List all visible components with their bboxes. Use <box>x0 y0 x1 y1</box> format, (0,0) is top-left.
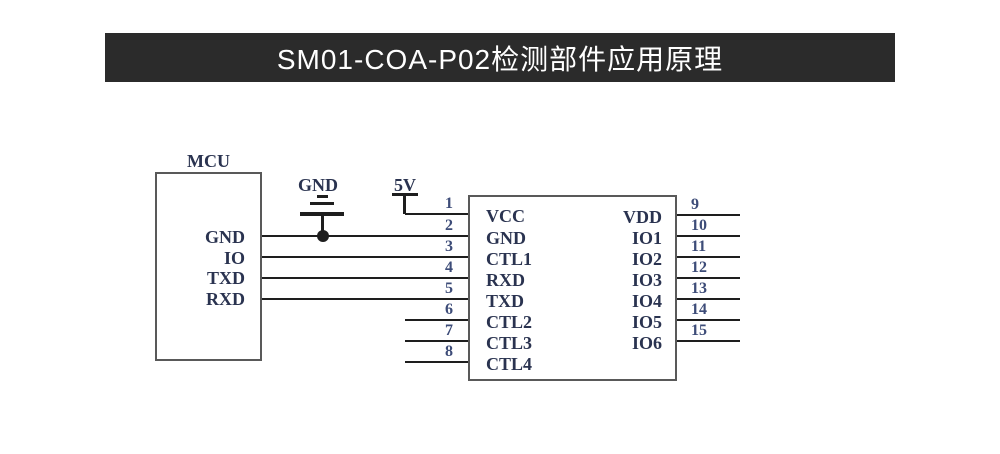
wire-io4 <box>677 298 740 300</box>
ic-pin-io3: IO3 <box>631 270 662 290</box>
pin-number-14: 14 <box>691 301 707 318</box>
mcu-pin-gnd: GND <box>205 227 245 247</box>
ic-pin-io2: IO2 <box>631 249 662 269</box>
ic-pin-gnd: GND <box>486 228 526 248</box>
wire-ctl2 <box>405 319 468 321</box>
ic-pin-ctl2: CTL2 <box>486 312 533 332</box>
pin-number-8: 8 <box>445 343 453 360</box>
wire-gnd <box>262 235 468 237</box>
ic-pin-vdd: VDD <box>623 207 662 227</box>
pin-number-1: 1 <box>445 195 453 212</box>
pin-number-11: 11 <box>691 238 707 255</box>
pin-number-4: 4 <box>445 259 453 276</box>
pin-number-6: 6 <box>445 301 453 318</box>
ground-stem-wire <box>321 216 324 236</box>
wire-vcc <box>405 213 468 215</box>
pin-number-9: 9 <box>691 196 699 213</box>
page-title: SM01-COA-P02检测部件应用原理 <box>276 43 724 75</box>
mcu-pin-txd: TXD <box>206 268 245 288</box>
ground-symbol-bar-wide <box>300 212 344 216</box>
power-5v-label: 5V <box>394 175 416 195</box>
wire-txd-rxd <box>262 277 468 279</box>
power-5v-stem-wire <box>403 195 406 214</box>
ic-pin-ctl1: CTL1 <box>486 249 533 269</box>
ic-pin-ctl3: CTL3 <box>486 333 533 353</box>
ic-pin-io4: IO4 <box>631 291 662 311</box>
mcu-pin-rxd: RXD <box>206 289 245 309</box>
wire-io6 <box>677 340 740 342</box>
pin-number-3: 3 <box>445 238 453 255</box>
pin-number-7: 7 <box>445 322 453 339</box>
pin-number-2: 2 <box>445 217 453 234</box>
wire-ctl4 <box>405 361 468 363</box>
ic-box <box>468 195 677 381</box>
mcu-box <box>155 172 262 361</box>
ground-symbol-bar-small <box>317 195 328 198</box>
wire-vdd <box>677 214 740 216</box>
wire-io2 <box>677 256 740 258</box>
ground-symbol-bar-mid <box>310 202 334 205</box>
wire-io-ctl1 <box>262 256 468 258</box>
ic-pin-txd: TXD <box>486 291 525 311</box>
wire-ctl3 <box>405 340 468 342</box>
ground-label: GND <box>298 175 338 195</box>
title-banner: SM01-COA-P02检测部件应用原理 <box>105 33 895 82</box>
ic-pin-rxd: RXD <box>486 270 525 290</box>
ic-pin-io5: IO5 <box>631 312 662 332</box>
mcu-pin-io: IO <box>223 248 245 268</box>
ic-pin-io6: IO6 <box>631 333 662 353</box>
pin-number-15: 15 <box>691 322 707 339</box>
mcu-title: MCU <box>187 151 230 171</box>
pin-number-5: 5 <box>445 280 453 297</box>
wire-io1 <box>677 235 740 237</box>
wire-io5 <box>677 319 740 321</box>
pin-number-12: 12 <box>691 259 707 276</box>
wire-rxd-txd <box>262 298 468 300</box>
wire-io3 <box>677 277 740 279</box>
pin-number-10: 10 <box>691 217 707 234</box>
pin-number-13: 13 <box>691 280 707 297</box>
ic-pin-ctl4: CTL4 <box>486 354 533 374</box>
ic-pin-io1: IO1 <box>631 228 662 248</box>
power-5v-bar <box>392 193 418 196</box>
ic-pin-vcc: VCC <box>486 206 525 226</box>
